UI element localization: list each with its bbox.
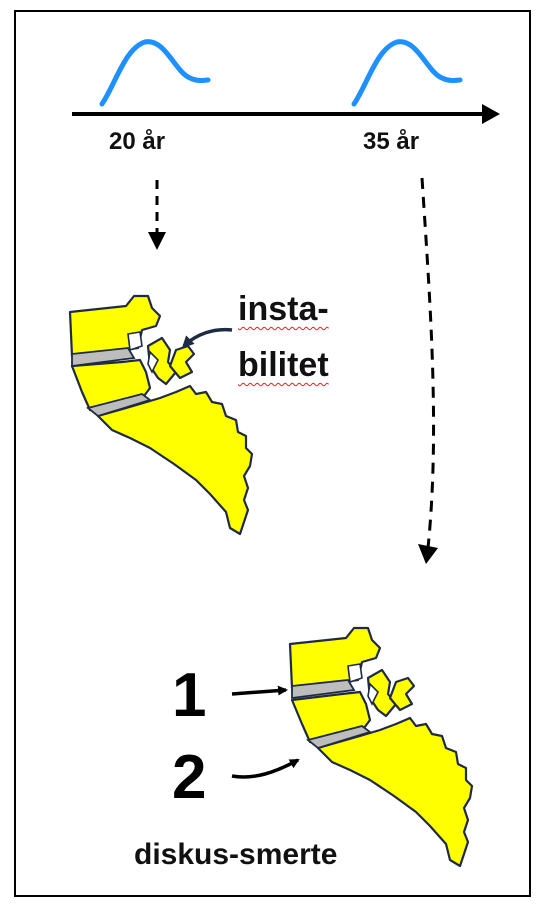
caption-disc-pain: diskus-smerte (134, 838, 338, 871)
instability-label-line2: bilitet (238, 346, 329, 384)
instability-label-line1: insta- (238, 290, 329, 328)
disc-lower (291, 679, 372, 750)
marker-2: 2 (172, 743, 207, 812)
dashed-arrow-35 (420, 177, 436, 549)
age-label-35: 35 år (363, 128, 420, 155)
timeline-axis (72, 104, 500, 124)
arrow-2 (231, 758, 300, 779)
instability-arrow (181, 327, 233, 349)
arrow-1 (231, 685, 288, 696)
bell-curve-20 (99, 39, 211, 107)
instability-label: insta- bilitet (238, 281, 329, 393)
bell-curve-35 (351, 39, 463, 107)
disc-upper (71, 347, 152, 418)
age-label-20: 20 år (109, 128, 166, 155)
marker-1: 1 (172, 661, 207, 730)
